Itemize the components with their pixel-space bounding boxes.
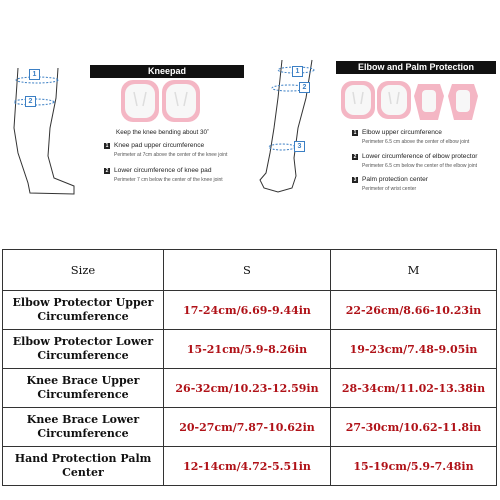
row-label-line1: Elbow Protector Upper <box>12 296 154 309</box>
size-s-value: 17-24cm/6.69-9.44in <box>163 290 331 330</box>
row-label: Elbow Protector Upper Circumference <box>2 290 164 330</box>
size-chart-table: Size S M Elbow Protector Upper Circumfer… <box>2 249 497 486</box>
size-m-value: 19-23cm/7.48-9.05in <box>330 329 497 369</box>
kneepad-item-1-detail: Perimeter at 7cm above the center of the… <box>114 152 228 158</box>
size-column-header: Size <box>2 249 164 291</box>
kneepad-callout-2: 2 <box>25 96 36 107</box>
row-label-line1: Elbow Protector Lower <box>12 335 154 348</box>
kneepad-item-2-label: Lower circumference of knee pad <box>114 167 212 174</box>
row-label: Hand Protection Palm Center <box>2 446 164 486</box>
row-label-line1: Knee Brace Lower <box>26 413 140 426</box>
row-label-line2: Circumference <box>37 388 129 401</box>
table-row: Knee Brace Lower Circumference 20-27cm/7… <box>2 407 497 447</box>
size-m-value: 28-34cm/11.02-13.38in <box>330 368 497 408</box>
size-s-value: 15-21cm/5.9-8.26in <box>163 329 331 369</box>
size-s-value: 12-14cm/4.72-5.51in <box>163 446 331 486</box>
kneepad-item-2-detail: Perimeter 7 cm below the center of the k… <box>114 177 223 183</box>
table-row: Knee Brace Upper Circumference 26-32cm/1… <box>2 368 497 408</box>
kneepad-callout-1: 1 <box>29 69 40 80</box>
elbow-heading: Elbow and Palm Protection <box>336 61 496 74</box>
elbow-item-3-detail: Perimeter of wrist center <box>362 186 417 192</box>
kneepad-item-2-number: 2 <box>104 168 110 174</box>
elbow-callout-2: 2 <box>299 82 310 93</box>
elbow-callout-1: 1 <box>292 66 303 77</box>
size-s-value: 20-27cm/7.87-10.62in <box>163 407 331 447</box>
size-m-value: 22-26cm/8.66-10.23in <box>330 290 497 330</box>
kneepad-item-1-label: Knee pad upper circumference <box>114 142 205 149</box>
elbow-item-1-number: 1 <box>352 130 358 136</box>
row-label-line2: Circumference <box>37 427 129 440</box>
wrist-guard-left-image <box>414 84 444 120</box>
kneepad-heading: Kneepad <box>90 65 244 78</box>
table-row: Elbow Protector Lower Circumference 15-2… <box>2 329 497 369</box>
row-label-line2: Circumference <box>37 349 129 362</box>
row-label-line2: Circumference <box>37 310 129 323</box>
row-label: Knee Brace Lower Circumference <box>2 407 164 447</box>
table-row: Hand Protection Palm Center 12-14cm/4.72… <box>2 446 497 486</box>
elbow-pad-left-image <box>341 81 375 119</box>
elbow-palm-panel: 1 2 3 Elbow and Palm Protection 1 Elbow … <box>252 58 498 198</box>
table-row: Elbow Protector Upper Circumference 17-2… <box>2 290 497 330</box>
size-s-column-header: S <box>163 249 331 291</box>
elbow-item-1-label: Elbow upper circumference <box>362 129 442 136</box>
elbow-item-3-label: Palm protection center <box>362 176 428 183</box>
kneepad-right-image <box>162 80 200 122</box>
elbow-item-2-number: 2 <box>352 154 358 160</box>
elbow-pad-right-image <box>377 81 411 119</box>
leg-illustration <box>13 67 200 195</box>
elbow-item-3-number: 3 <box>352 177 358 183</box>
elbow-item-1-detail: Perimeter 6.5 cm above the center of elb… <box>362 139 470 145</box>
size-m-value: 15-19cm/5.9-7.48in <box>330 446 497 486</box>
elbow-item-2-label: Lower circumference of elbow protector <box>362 153 478 160</box>
arm-illustration <box>259 59 478 193</box>
elbow-item-2-detail: Perimeter 6.5 cm below the center of the… <box>362 163 478 169</box>
size-m-value: 27-30cm/10.62-11.8in <box>330 407 497 447</box>
wrist-guard-right-image <box>448 84 478 120</box>
row-label: Elbow Protector Lower Circumference <box>2 329 164 369</box>
elbow-callout-3: 3 <box>294 141 305 152</box>
row-label-line1: Knee Brace Upper <box>26 374 140 387</box>
kneepad-panel: 1 2 Kneepad Keep the knee bending about … <box>4 58 246 198</box>
knee-bend-note: Keep the knee bending about 30˚ <box>116 129 210 136</box>
kneepad-item-1-number: 1 <box>104 143 110 149</box>
row-label-line2: Center <box>62 466 104 479</box>
row-label: Knee Brace Upper Circumference <box>2 368 164 408</box>
kneepad-left-image <box>121 80 159 122</box>
size-s-value: 26-32cm/10.23-12.59in <box>163 368 331 408</box>
row-label-line1: Hand Protection Palm <box>14 452 152 465</box>
size-m-column-header: M <box>330 249 497 291</box>
table-header-row: Size S M <box>2 249 497 291</box>
